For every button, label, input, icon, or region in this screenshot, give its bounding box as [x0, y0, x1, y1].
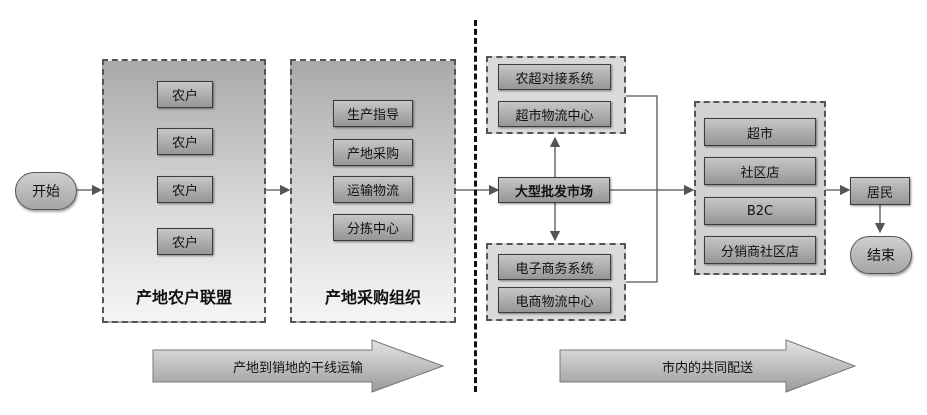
edge-farm-supermarket-to-merge	[626, 95, 658, 190]
farmer-node-label: 农户	[171, 184, 198, 199]
big-arrow-right-label: 市内的共同配送	[661, 361, 753, 376]
retail-node-distributor-community-store: 分销商社区店	[704, 236, 816, 264]
end-node: 结束	[850, 236, 912, 274]
residents-label: 居民	[866, 185, 893, 201]
farmer-node-label: 农户	[171, 89, 198, 104]
procurement-node-sorting: 分拣中心	[333, 214, 413, 241]
retail-node-supermarket: 超市	[704, 118, 816, 146]
end-label: 结束	[867, 248, 895, 264]
edge-ecommerce-to-merge	[626, 190, 658, 283]
region-divider	[474, 20, 477, 392]
procurement-node-label: 产地采购	[346, 147, 399, 162]
farm-supermarket-system-node: 农超对接系统	[498, 64, 611, 90]
retail-node-b2c: B2C	[704, 197, 816, 225]
ecommerce-system-label: 电子商务系统	[515, 261, 594, 277]
retail-node-community-store: 社区店	[704, 157, 816, 185]
procurement-node-purchasing: 产地采购	[333, 139, 413, 166]
procurement-org-title: 产地采购组织	[324, 288, 421, 307]
farm-supermarket-system-label: 农超对接系统	[515, 71, 594, 87]
procurement-node-logistics: 运输物流	[333, 176, 413, 203]
farmer-node-label: 农户	[171, 136, 198, 151]
wholesale-market-label: 大型批发市场	[514, 184, 593, 200]
farmer-node-2: 农户	[157, 128, 213, 155]
farmer-node-4: 农户	[157, 228, 213, 255]
start-label: 开始	[32, 184, 60, 200]
procurement-node-label: 运输物流	[346, 184, 399, 199]
retail-node-label: B2C	[746, 203, 774, 219]
retail-node-label: 社区店	[740, 165, 780, 181]
farmer-node-1: 农户	[157, 81, 213, 108]
wholesale-market-node: 大型批发市场	[498, 177, 610, 203]
supermarket-logistics-center-node: 超市物流中心	[498, 101, 611, 127]
farmer-node-3: 农户	[157, 176, 213, 203]
procurement-node-guidance: 生产指导	[333, 100, 413, 127]
ecommerce-logistics-center-node: 电商物流中心	[498, 287, 611, 313]
supermarket-logistics-center-label: 超市物流中心	[515, 108, 594, 124]
farmer-union-title: 产地农户联盟	[135, 288, 232, 307]
ecommerce-system-node: 电子商务系统	[498, 254, 611, 280]
retail-node-label: 分销商社区店	[720, 244, 799, 260]
start-node: 开始	[15, 172, 77, 210]
farmer-node-label: 农户	[171, 236, 198, 251]
ecommerce-logistics-center-label: 电商物流中心	[515, 294, 594, 310]
procurement-node-label: 分拣中心	[346, 222, 399, 237]
retail-node-label: 超市	[746, 126, 773, 142]
big-arrow-left	[152, 339, 445, 393]
procurement-node-label: 生产指导	[346, 108, 399, 123]
big-arrow-left-label: 产地到销地的干线运输	[232, 361, 363, 376]
big-arrow-right	[559, 339, 857, 393]
residents-node: 居民	[850, 177, 910, 205]
